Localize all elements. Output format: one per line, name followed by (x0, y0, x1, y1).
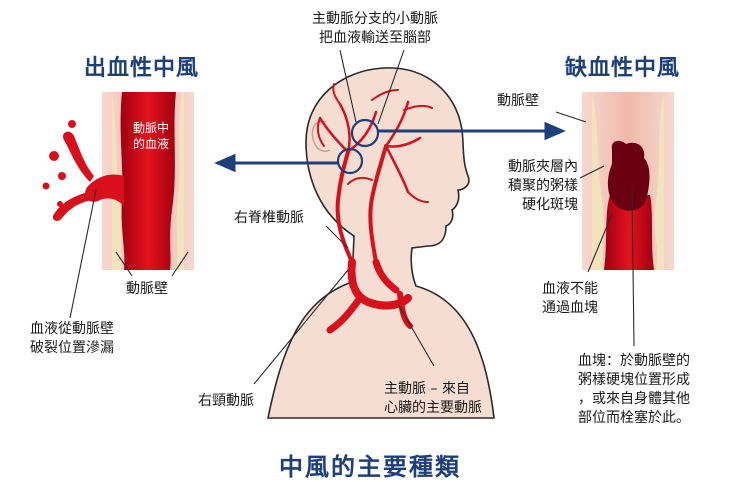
blocked-pointer (587, 213, 613, 273)
leak-line-2: 破裂位置滲漏 (30, 340, 114, 356)
arrow-head-left (214, 153, 236, 173)
leak-line-1: 血液從動脈壁 (30, 321, 114, 337)
plaque-label: 動脈夾層內 積聚的粥樣 硬化斑塊 (482, 158, 578, 215)
clot-line-1: 血塊：於動脈壁的 (578, 353, 690, 369)
aorta-line-1: 主動脈 – 來自 (384, 381, 470, 397)
small-arteries-label: 主動脈分支的小動脈 把血液輸送至腦部 (290, 10, 460, 48)
aorta-pointer (397, 303, 435, 367)
hemorrhagic-vessel (42, 92, 194, 319)
clot-line-2: 粥樣硬塊位置形成 (578, 372, 690, 388)
blood-in-artery-line-1: 動脈中 (132, 121, 169, 135)
arrow-head-right (544, 121, 566, 141)
vertebral-artery-label: 右脊椎動脈 (234, 210, 304, 226)
plaque-line-1: 動脈夾層內 (508, 159, 578, 175)
hemorrhagic-heading: 出血性中風 (84, 56, 200, 81)
ischemic-vessel (555, 92, 674, 347)
blood-in-artery-line-2: 的血液 (132, 137, 169, 151)
page-title: 中風的主要種類 (279, 453, 461, 481)
plaque-pointer (579, 165, 605, 179)
blocked-line-2: 通過血塊 (542, 300, 598, 316)
hemo-wall-pointer-right (171, 251, 189, 277)
callout-arrows (214, 121, 566, 173)
plaque-line-3: 硬化斑塊 (522, 197, 578, 213)
aorta-line-2: 心臟的主要動脈 (384, 400, 482, 416)
carotid-artery-label: 右頸動脈 (198, 393, 254, 409)
blood-clot (607, 140, 650, 211)
hemo-wall-pointer-left (115, 251, 133, 277)
leak-pointer (69, 189, 97, 319)
arteries (316, 83, 433, 334)
blocked-line-1: 血液不能 (542, 281, 598, 297)
plaque-line-2: 積聚的粥樣 (508, 178, 578, 194)
aorta-label: 主動脈 – 來自 心臟的主要動脈 (384, 380, 482, 418)
blocked-label: 血液不能 通過血塊 (530, 280, 610, 318)
blood-in-artery-label: 動脈中 的血液 (126, 120, 176, 152)
small-arteries-line-1: 主動脈分支的小動脈 (312, 11, 438, 27)
vertebral-pointer (325, 225, 349, 249)
ischemic-heading: 缺血性中風 (565, 56, 681, 81)
head-pointers (253, 49, 435, 385)
clot-line-4: 部位而栓塞於此。 (578, 410, 690, 426)
clot-label: 血塊：於動脈壁的 粥樣硬塊位置形成 ，或來自身體其他 部位而栓塞於此。 (578, 352, 690, 428)
hemo-artery-wall-label: 動脈壁 (126, 281, 168, 297)
zoom-circles (336, 118, 380, 175)
small-artery-pointer-2 (377, 49, 405, 125)
hemorrhagic-zoom-circle (336, 147, 364, 175)
isch-wall-pointer (555, 111, 587, 123)
leak-label: 血液從動脈壁 破裂位置滲漏 (30, 320, 114, 358)
carotid-pointer (253, 269, 349, 385)
small-arteries-line-2: 把血液輸送至腦部 (319, 30, 431, 46)
small-artery-pointer-1 (339, 49, 357, 123)
head-silhouette (267, 67, 495, 419)
clot-pointer (631, 187, 635, 347)
isch-artery-wall-label: 動脈壁 (497, 93, 539, 109)
clot-line-3: ，或來自身體其他 (578, 391, 690, 407)
ischemic-zoom-circle (350, 118, 380, 148)
